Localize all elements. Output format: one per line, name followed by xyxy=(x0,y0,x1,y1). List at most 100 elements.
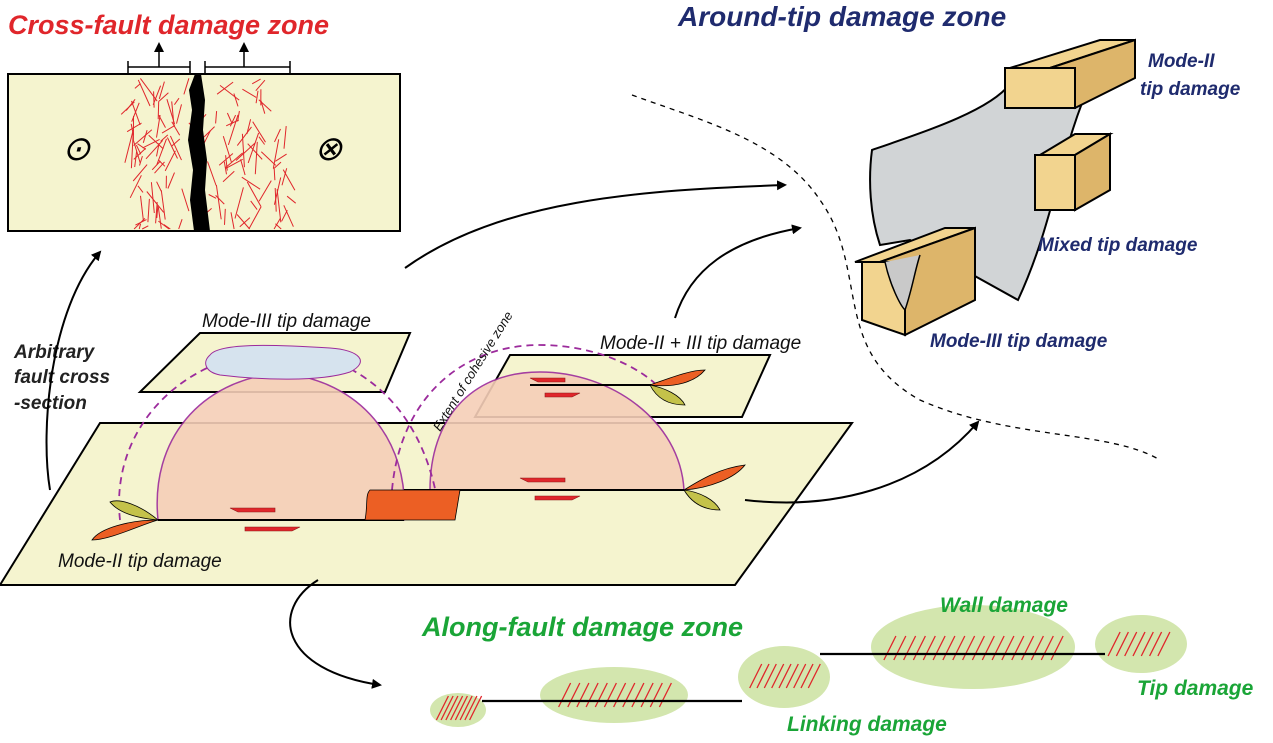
fracture-line xyxy=(237,110,240,122)
fracture-line xyxy=(164,150,176,172)
damage-crack xyxy=(1157,631,1171,657)
damage-crack xyxy=(922,635,936,661)
mode2-tip-block xyxy=(1004,38,1136,110)
fracture-line xyxy=(157,159,166,167)
damage-crack xyxy=(763,663,777,689)
fracture-line xyxy=(155,202,158,224)
fracture-line xyxy=(157,207,162,229)
fracture-line xyxy=(274,128,281,143)
fracture-line xyxy=(134,83,141,89)
fracture-line xyxy=(140,195,144,221)
damage-crack xyxy=(981,635,995,661)
damage-crack xyxy=(771,663,785,689)
slip-arrows xyxy=(229,377,581,532)
fracture-line xyxy=(153,91,155,108)
fracture-line xyxy=(160,190,166,220)
damage-crack xyxy=(558,682,572,708)
damage-crack xyxy=(932,635,946,661)
fracture-line xyxy=(239,217,251,228)
fracture-line xyxy=(158,220,170,230)
fracture-line xyxy=(215,185,222,220)
arbitrary-label-line2: fault cross xyxy=(14,367,110,388)
damage-crack xyxy=(778,663,792,689)
damage-crack xyxy=(658,682,672,708)
fracture-line xyxy=(223,161,227,175)
fracture-line xyxy=(208,194,217,199)
fracture-line xyxy=(181,188,190,212)
fracture-line xyxy=(173,97,180,105)
around-tip-title: Around-tip damage zone xyxy=(677,1,1006,32)
slip-patch-right xyxy=(429,371,685,491)
fracture-line xyxy=(241,176,261,190)
damage-crack xyxy=(971,635,985,661)
fracture-line xyxy=(233,93,239,107)
fracture-line xyxy=(141,225,149,230)
fracture-line xyxy=(254,141,258,175)
fault-sketch: Mode-III tip damage Mode-II + III tip da… xyxy=(0,309,854,586)
fracture-line xyxy=(241,133,245,168)
fracture-line xyxy=(171,138,181,147)
fracture-line xyxy=(132,138,141,164)
fracture-line xyxy=(171,121,181,136)
damage-crack xyxy=(903,635,917,661)
damage-crack xyxy=(603,682,617,708)
damage-crack xyxy=(1115,631,1129,657)
wall-damage-label: Wall damage xyxy=(940,594,1068,617)
damage-crack xyxy=(991,635,1005,661)
fracture-line xyxy=(258,136,266,145)
damage-crack xyxy=(450,695,464,721)
damage-crack xyxy=(800,663,814,689)
damage-crack xyxy=(1107,631,1121,657)
fracture-line xyxy=(215,195,225,205)
fracture-line xyxy=(222,136,232,163)
fracture-line xyxy=(160,134,169,142)
flow-arrows xyxy=(289,180,980,689)
tip-mode2-label-1: Mode-II xyxy=(1148,51,1215,72)
arrow-to-around-tip-1 xyxy=(404,180,787,269)
fracture-line xyxy=(167,172,175,189)
fracture-line xyxy=(158,92,169,102)
damage-crack xyxy=(469,695,483,721)
damage-crack xyxy=(1050,635,1064,661)
fracture-line xyxy=(138,223,142,230)
fracture-line xyxy=(178,219,183,230)
fracture-line xyxy=(156,205,159,219)
fracture-line xyxy=(131,100,141,126)
damage-crack xyxy=(1124,631,1138,657)
fracture-line xyxy=(224,208,226,225)
fracture-line xyxy=(240,159,246,176)
damage-crack xyxy=(613,682,627,708)
damage-crack xyxy=(1040,635,1054,661)
damage-crack xyxy=(1030,635,1044,661)
fracture-line xyxy=(154,161,165,174)
fracture-line xyxy=(246,181,262,208)
fracture-line xyxy=(163,224,171,230)
fracture-line xyxy=(161,124,176,134)
fracture-line xyxy=(133,147,147,160)
damage-crack xyxy=(1132,631,1146,657)
fracture-line xyxy=(130,132,134,169)
around-tip-section: Around-tip damage zone Mode-II tip damag… xyxy=(677,1,1241,352)
along-fault-title: Along-fault damage zone xyxy=(421,612,743,642)
damage-crack xyxy=(952,635,966,661)
damage-crack xyxy=(594,682,608,708)
fracture-line xyxy=(142,138,160,149)
fracture-line xyxy=(166,99,176,125)
fracture-line xyxy=(251,78,261,85)
damage-crack xyxy=(585,682,599,708)
fracture-line xyxy=(137,185,144,193)
fault-core xyxy=(188,74,210,231)
fracture-line xyxy=(225,119,240,127)
damage-crack xyxy=(631,682,645,708)
fracture-line xyxy=(150,182,155,214)
fracture-line xyxy=(235,142,256,161)
fracture-line xyxy=(139,78,158,102)
tip-mode2-label-2: tip damage xyxy=(1140,79,1241,100)
fracture-line xyxy=(258,99,272,112)
fracture-line xyxy=(133,218,146,230)
arbitrary-label-line3: -section xyxy=(14,393,87,414)
fracture-line xyxy=(132,164,148,182)
fracture-line xyxy=(275,223,282,230)
fracture-line xyxy=(286,195,297,204)
